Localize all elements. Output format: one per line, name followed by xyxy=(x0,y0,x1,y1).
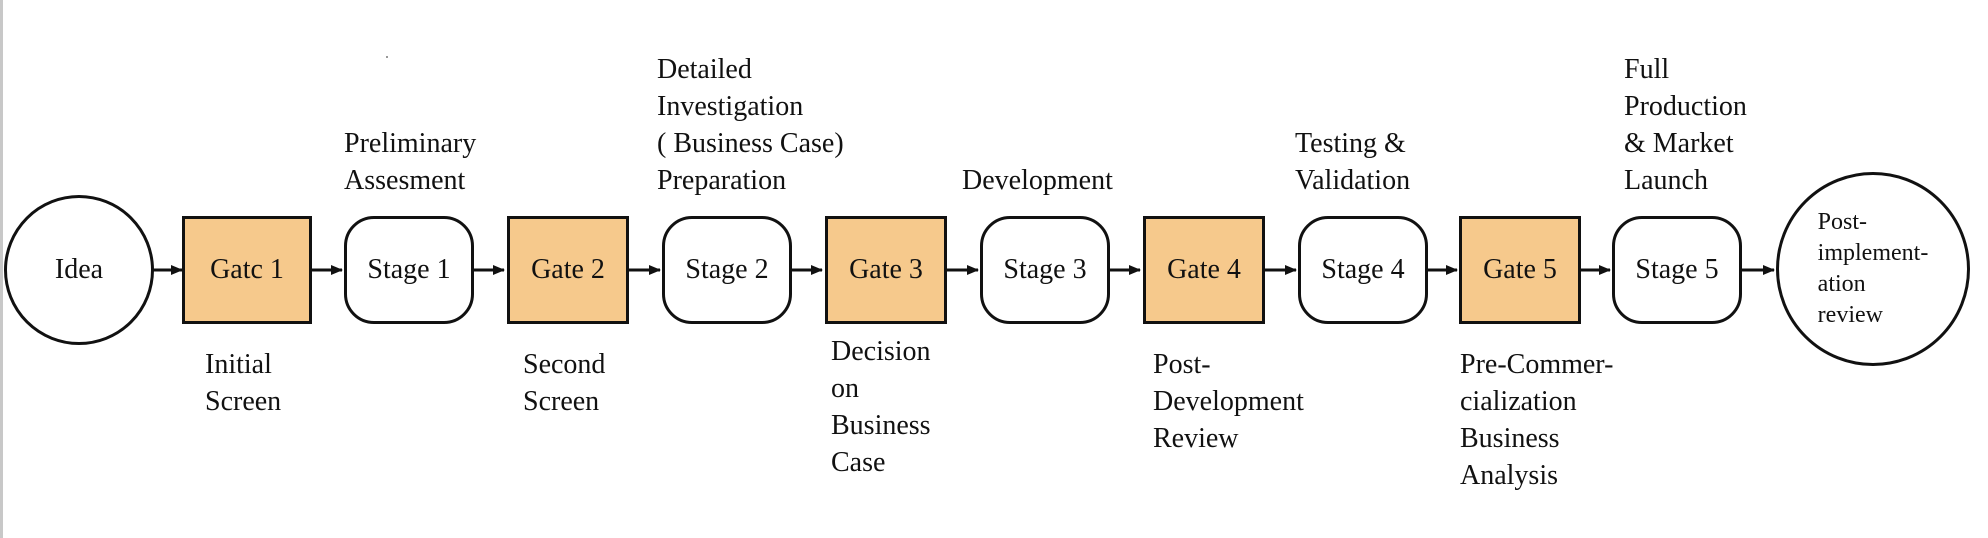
post-implementation-label: Post- implement- ation review xyxy=(1817,209,1929,328)
stage-2-label: Stage 2 xyxy=(685,254,769,285)
gate-1-description: Initial Screen xyxy=(205,349,282,417)
idea-circle: Idea xyxy=(4,195,154,345)
stage-4-description: Testing & Validation xyxy=(1295,128,1411,196)
stage-3-label: Stage 3 xyxy=(1003,254,1087,285)
gate-4: Gate 4 xyxy=(1143,216,1265,324)
gate-3: Gate 3 xyxy=(825,216,947,324)
gate-5-description: Pre-Commer- cialization Business Analysi… xyxy=(1460,349,1614,491)
gate-1-label: Gatc 1 xyxy=(210,254,284,285)
gate-2-description: Second Screen xyxy=(523,349,606,417)
stage-1-label: Stage 1 xyxy=(367,254,451,285)
gate-2-label: Gate 2 xyxy=(531,254,605,285)
stage-4: Stage 4 xyxy=(1298,216,1428,324)
stray-dot xyxy=(386,56,388,58)
gate-4-description: Post- Development Review xyxy=(1153,349,1304,454)
gate-5-label: Gate 5 xyxy=(1483,254,1557,285)
stage-4-label: Stage 4 xyxy=(1321,254,1405,285)
stage-5-description: Full Production & Market Launch xyxy=(1624,54,1747,196)
stage-1-description: Preliminary Assesment xyxy=(344,128,477,196)
stage-2-description: Detailed Investigation ( Business Case) … xyxy=(657,54,844,196)
gate-5: Gate 5 xyxy=(1459,216,1581,324)
stage-5-label: Stage 5 xyxy=(1635,254,1719,285)
stage-1: Stage 1 xyxy=(344,216,474,324)
idea-label: Idea xyxy=(54,254,104,285)
stage-2: Stage 2 xyxy=(662,216,792,324)
gate-4-label: Gate 4 xyxy=(1167,254,1241,285)
stage-3-description: Development xyxy=(962,165,1113,196)
gate-2: Gate 2 xyxy=(507,216,629,324)
gate-3-label: Gate 3 xyxy=(849,254,923,285)
stage-3: Stage 3 xyxy=(980,216,1110,324)
gate-3-description: Decision on Business Case xyxy=(831,336,931,478)
gate-1: Gatc 1 xyxy=(182,216,312,324)
left-border xyxy=(0,0,3,538)
stage-5: Stage 5 xyxy=(1612,216,1742,324)
post-implementation-circle: Post- implement- ation review xyxy=(1776,172,1970,366)
